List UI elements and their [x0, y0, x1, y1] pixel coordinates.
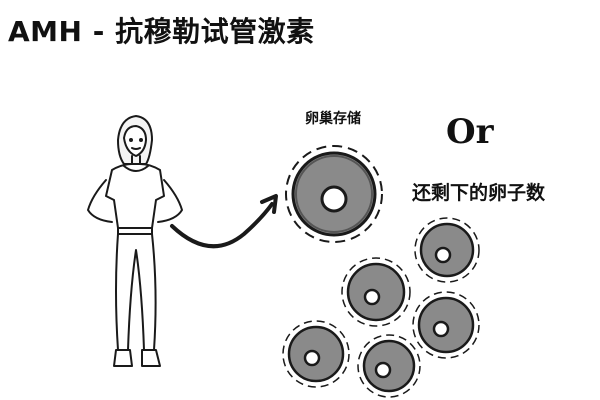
small-egg-cell: [341, 257, 411, 327]
small-egg-cell: [414, 217, 480, 283]
woman-figure: [87, 115, 183, 367]
small-egg-cell: [282, 320, 350, 388]
ovarian-reserve-label: 卵巢存储: [305, 111, 361, 127]
small-egg-cell: [357, 334, 421, 398]
page-title: AMH - 抗穆勒试管激素: [8, 15, 315, 48]
remaining-eggs-label: 还剩下的卵子数: [412, 182, 546, 204]
or-label: Or: [446, 112, 494, 152]
small-egg-cell: [412, 291, 480, 359]
curved-arrow-icon: [170, 194, 278, 249]
large-egg-cell: [285, 145, 383, 243]
